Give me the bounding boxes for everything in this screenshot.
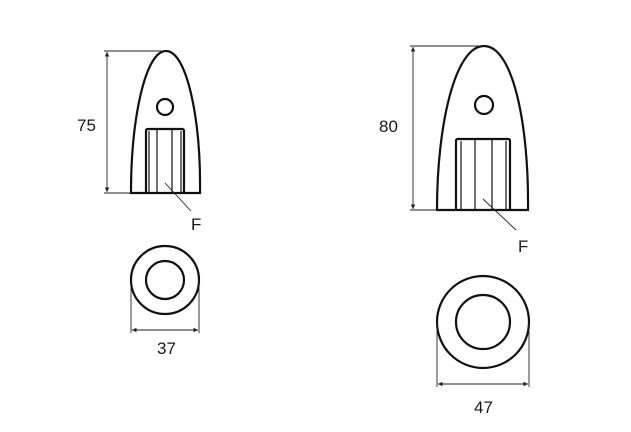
large-anode-top-view: 47: [435, 274, 531, 417]
small-anode-side-view: 75 F: [77, 49, 202, 234]
small-anode-mount-hole: [155, 97, 175, 117]
small-outer-circle: [129, 244, 201, 316]
large-thread-label: F: [518, 237, 528, 256]
small-thread-leader: [164, 182, 192, 212]
large-inner-circle: [454, 293, 512, 351]
small-anode-top-view: 37: [129, 244, 201, 358]
small-anode-thread-insert: [144, 127, 186, 193]
large-thread-leader: [482, 198, 517, 231]
large-diameter-label: 47: [474, 398, 493, 417]
small-inner-circle: [144, 259, 186, 301]
large-height-label: 80: [379, 117, 398, 136]
small-height-label: 75: [77, 116, 96, 135]
large-anode-mount-hole: [473, 94, 495, 116]
large-outer-circle: [435, 274, 531, 370]
large-anode-side-view: 80 F: [379, 44, 530, 256]
small-diameter-label: 37: [157, 339, 176, 358]
large-anode-outline: [435, 44, 530, 212]
small-anode-outline: [129, 49, 202, 195]
large-anode-thread-insert: [454, 137, 512, 210]
small-thread-label: F: [191, 215, 201, 234]
